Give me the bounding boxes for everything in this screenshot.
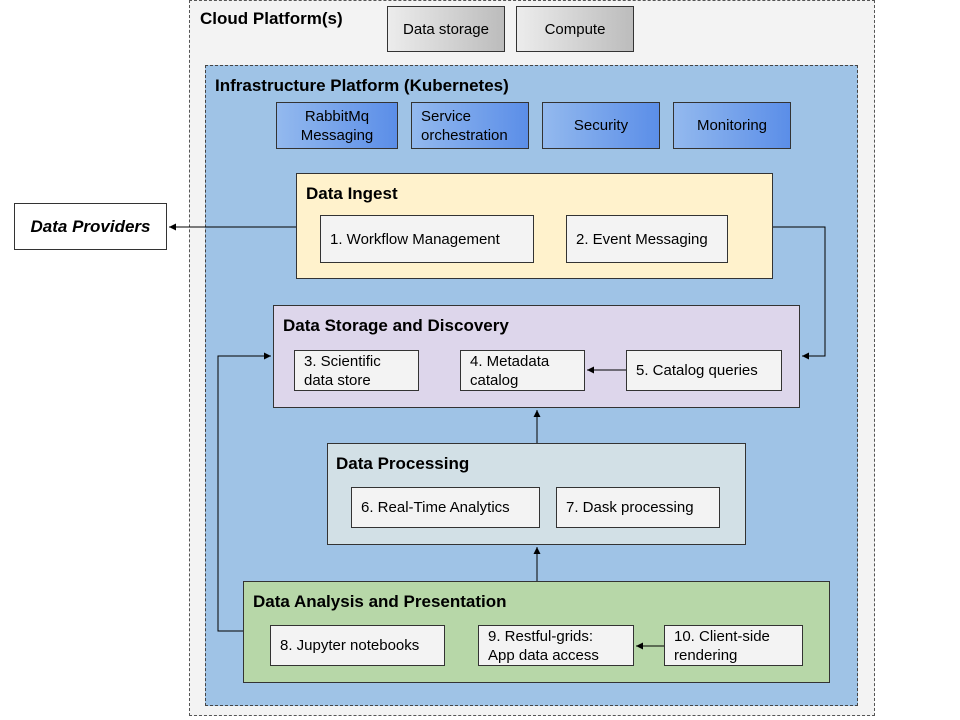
jupyter-notebooks-node: 8. Jupyter notebooks [270, 625, 445, 666]
security-node: Security [542, 102, 660, 149]
dask-processing-node: 7. Dask processing [556, 487, 720, 528]
ingest-to-storage-arrow [773, 226, 826, 360]
service-orchestration-node: Service orchestration [411, 102, 529, 149]
monitoring-node: Monitoring [673, 102, 791, 149]
data-storage-node: Data storage [387, 6, 505, 52]
real-time-analytics-node: 6. Real-Time Analytics [351, 487, 540, 528]
client-side-rendering-node: 10. Client-side rendering [664, 625, 803, 666]
infrastructure-platform-title: Infrastructure Platform (Kubernetes) [215, 76, 509, 95]
scientific-data-store-node: 3. Scientific data store [294, 350, 419, 391]
data-ingest-title: Data Ingest [306, 184, 398, 203]
analysis-to-storage-arrow [217, 352, 271, 632]
workflow-management-node: 1. Workflow Management [320, 215, 534, 263]
data-analysis-title: Data Analysis and Presentation [253, 592, 507, 611]
cloud-platform-title: Cloud Platform(s) [200, 9, 343, 28]
data-processing-title: Data Processing [336, 454, 470, 473]
rabbitmq-messaging-node: RabbitMq Messaging [276, 102, 398, 149]
metadata-catalog-node: 4. Metadata catalog [460, 350, 585, 391]
compute-node: Compute [516, 6, 634, 52]
event-messaging-node: 2. Event Messaging [566, 215, 728, 263]
data-providers-node: Data Providers [14, 203, 167, 250]
catalog-queries-node: 5. Catalog queries [626, 350, 782, 391]
data-storage-title: Data Storage and Discovery [283, 316, 509, 335]
restful-grids-node: 9. Restful-grids: App data access [478, 625, 634, 666]
